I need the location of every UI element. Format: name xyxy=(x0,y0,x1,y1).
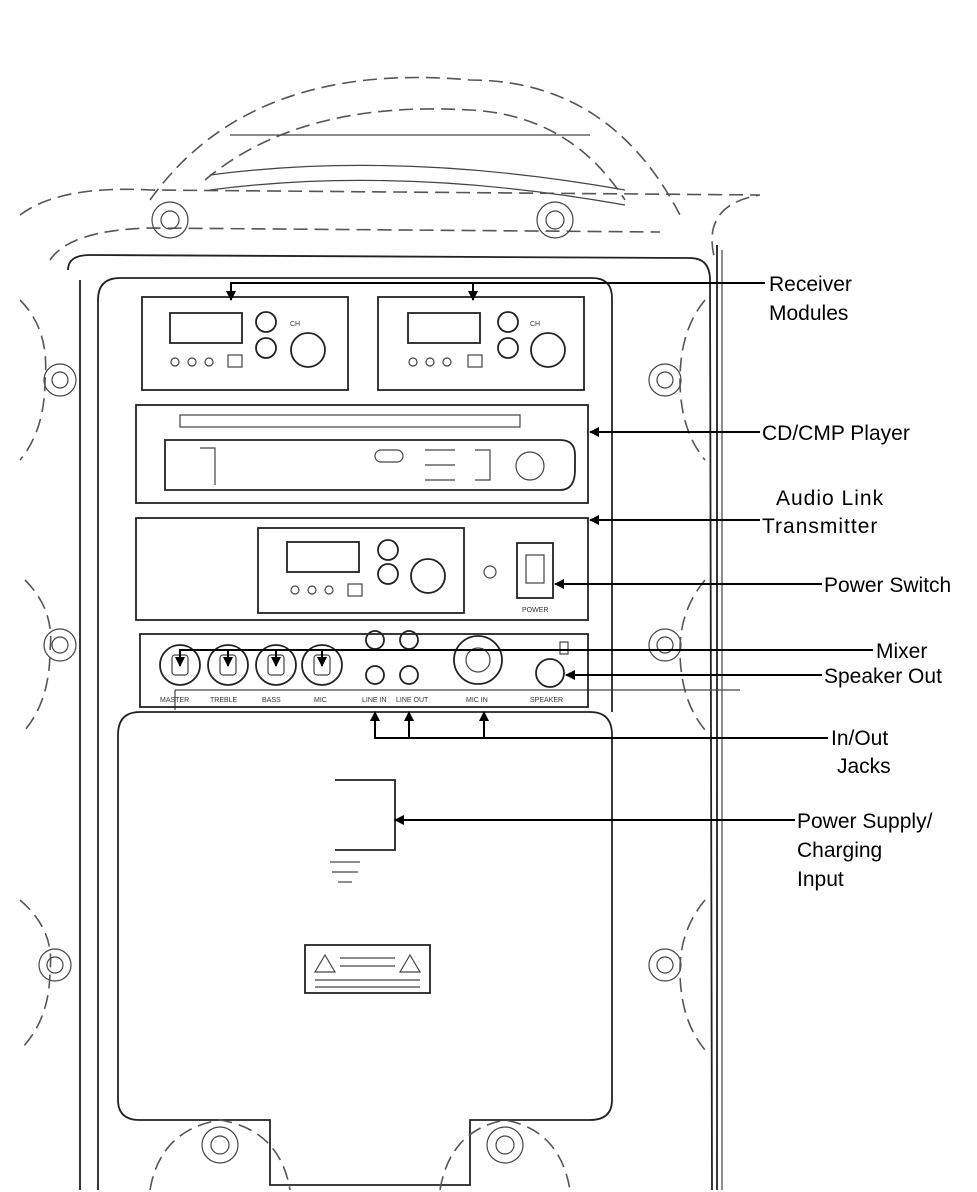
audio-link-label: Audio Link Transmitter xyxy=(762,487,891,538)
svg-text:MASTER: MASTER xyxy=(160,697,189,704)
speaker-out-jack: SPEAKER xyxy=(530,641,569,704)
callout-lines xyxy=(175,282,873,825)
power-switch: POWER xyxy=(516,542,554,614)
svg-text:BASS: BASS xyxy=(262,697,281,704)
svg-text:LINE OUT: LINE OUT xyxy=(396,697,429,704)
cd-player-unit xyxy=(135,404,589,504)
mixer-label: Mixer xyxy=(876,640,927,663)
warning-label xyxy=(304,944,431,994)
power-supply-label: Power Supply/ Charging Input xyxy=(797,810,938,891)
svg-text:MIC IN: MIC IN xyxy=(466,697,488,704)
power-switch-label-callout: Power Switch xyxy=(824,574,951,597)
svg-text:TREBLE: TREBLE xyxy=(210,697,238,704)
audio-link-panel xyxy=(135,517,589,621)
power-switch-label: POWER xyxy=(522,607,548,614)
jacks: LINE IN LINE OUT xyxy=(362,630,429,704)
svg-text:MIC: MIC xyxy=(314,697,327,704)
in-out-jacks-label: In/Out Jacks xyxy=(831,727,894,778)
receiver-2-ch-label: CH xyxy=(530,321,540,328)
svg-text:SPEAKER: SPEAKER xyxy=(530,697,563,704)
cd-player-label: CD/CMP Player xyxy=(762,422,910,445)
receiver-modules-label: Receiver Modules xyxy=(769,273,858,325)
receiver-module-2: CH xyxy=(377,296,585,391)
speaker-out-label: Speaker Out xyxy=(824,665,942,688)
mic-input: MIC IN xyxy=(453,635,503,704)
svg-text:LINE IN: LINE IN xyxy=(362,697,387,704)
mixer-panel: MASTER TREBLE BASS MIC LINE IN LINE OUT … xyxy=(139,630,589,708)
receiver-1-ch-label: CH xyxy=(290,321,300,328)
receiver-module-1: CH xyxy=(141,296,349,391)
power-supply-input xyxy=(330,779,396,883)
